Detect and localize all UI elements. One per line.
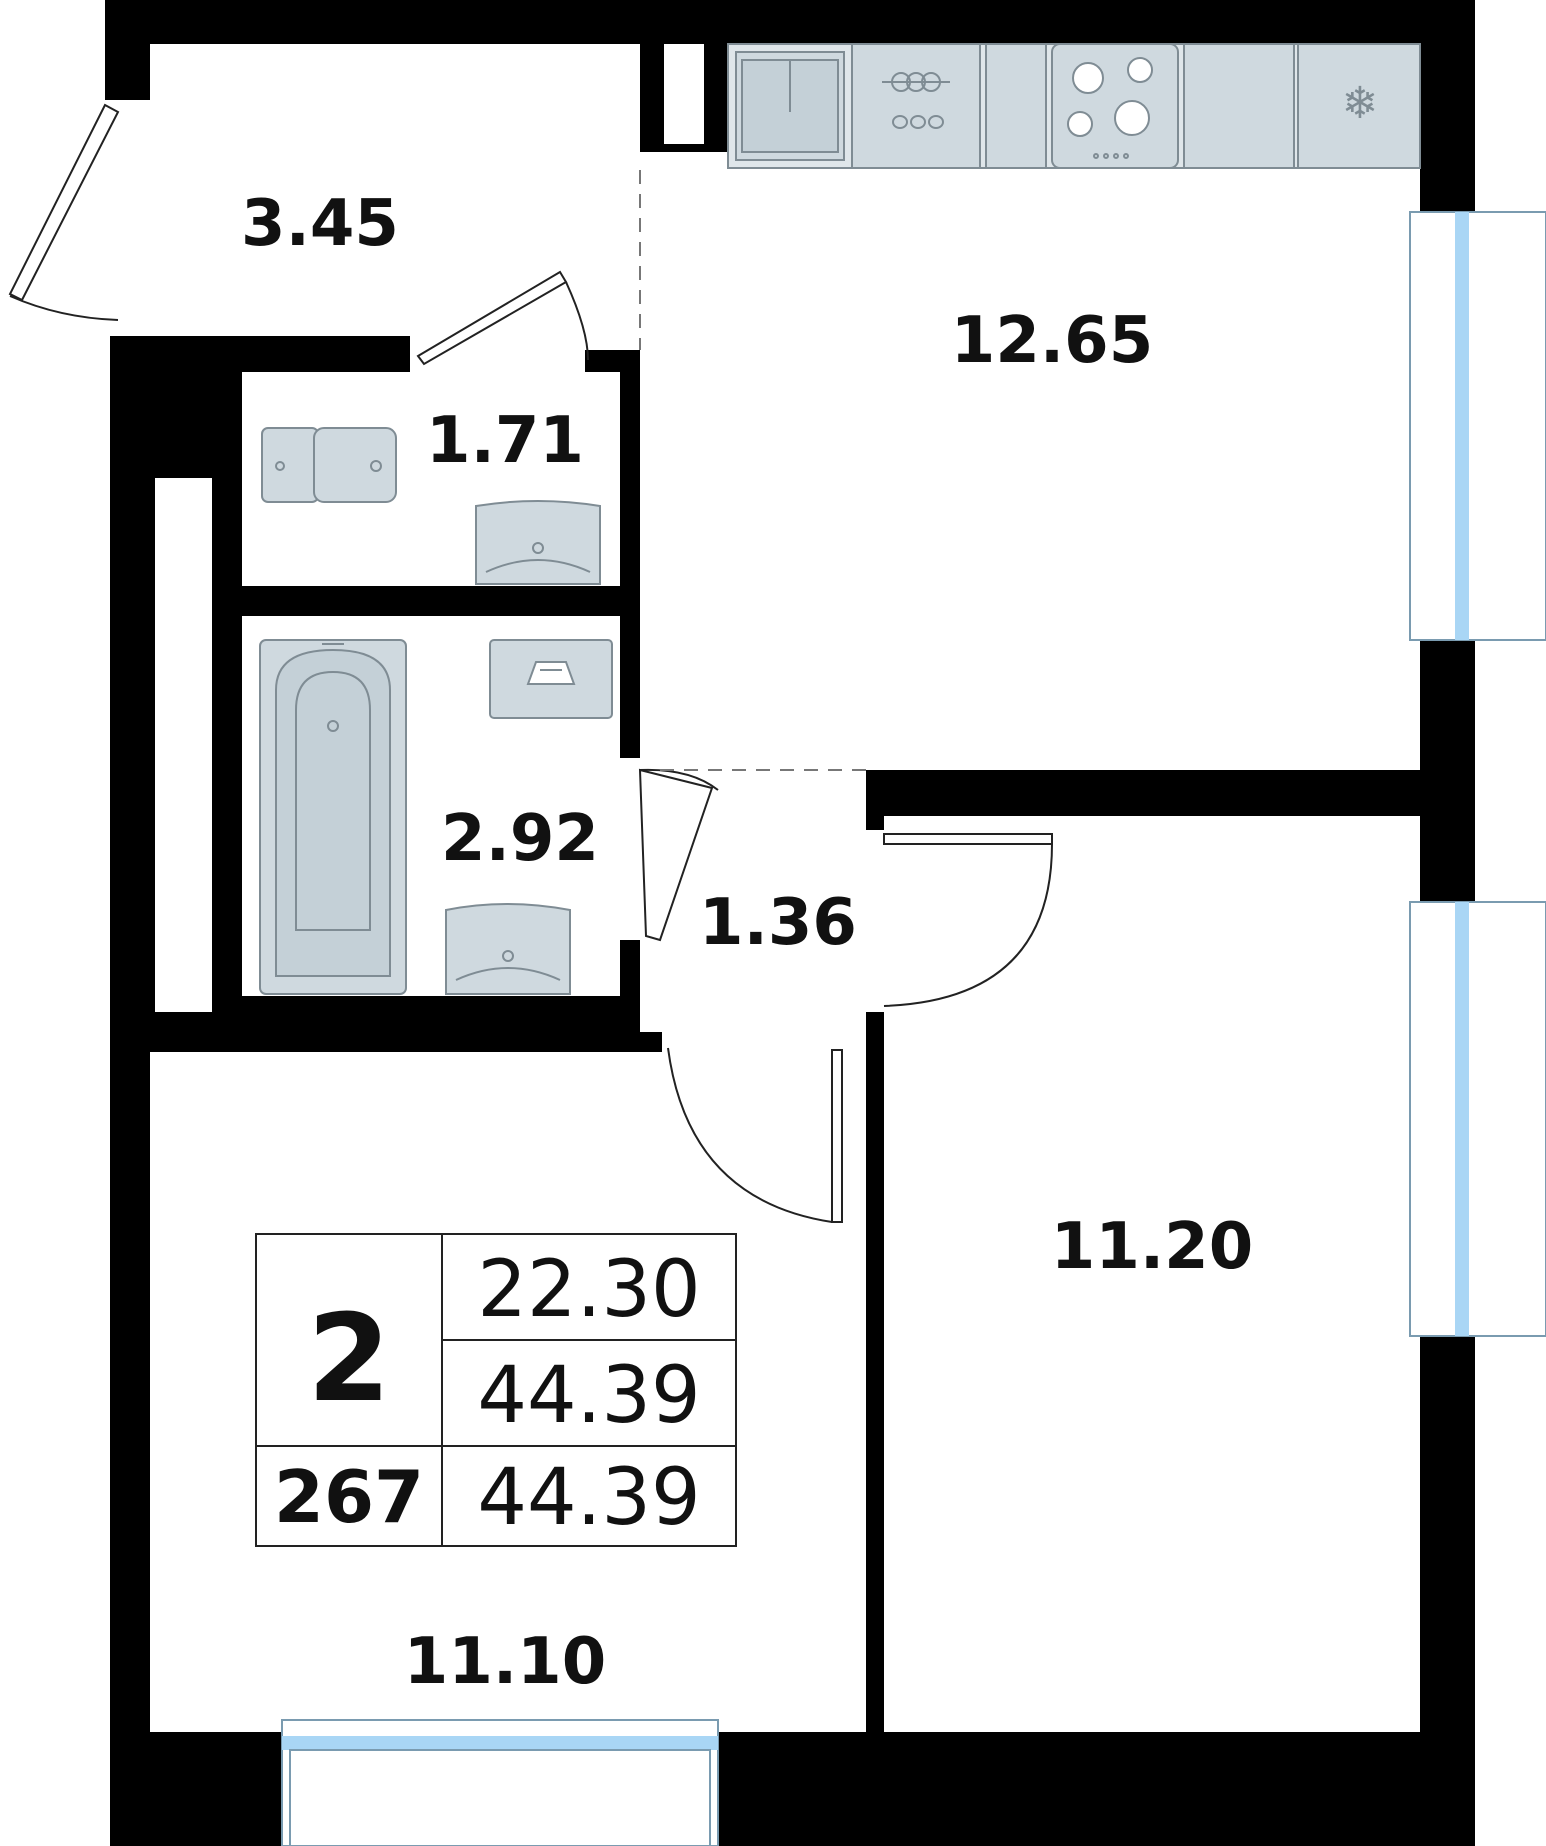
room-labels: 3.45 12.65 1.71 2.92 1.36 11.20 11.10 [241, 187, 1253, 1699]
window-kitchen [1409, 211, 1546, 641]
total-area: 44.39 [477, 1351, 700, 1441]
window-living-room [281, 1719, 719, 1846]
dishwasher-icon [851, 43, 981, 169]
room-area-corridor: 1.36 [699, 886, 857, 960]
toilet-door [416, 270, 589, 366]
svg-text:❄: ❄ [1342, 78, 1379, 129]
windows [281, 211, 1546, 1846]
stove-icon [1051, 43, 1179, 169]
room-area-toilet: 1.71 [426, 404, 584, 478]
room-area-hallway: 3.45 [241, 187, 399, 261]
bedroom-door [883, 833, 1053, 1007]
apartment-number: 267 [274, 1455, 424, 1539]
rooms-count: 2 [307, 1290, 391, 1429]
total-area-with-balcony: 44.39 [477, 1453, 700, 1543]
toilet-fixtures [261, 427, 601, 585]
living-area: 22.30 [477, 1245, 700, 1335]
window-bedroom [1409, 901, 1546, 1337]
zone-lines [639, 170, 866, 771]
entrance-door [8, 103, 120, 321]
kitchen-fixtures: ❄ [727, 43, 1421, 169]
bathtub-icon [259, 639, 407, 995]
sink-icon [735, 51, 845, 161]
washbasin-icon [475, 500, 601, 585]
bathroom-fixtures [259, 639, 613, 995]
room-area-living-room: 11.10 [404, 1625, 606, 1699]
room-area-bedroom: 11.20 [1051, 1210, 1253, 1284]
washing-machine-icon [489, 639, 613, 719]
apartment-info-table: 2 267 22.30 44.39 44.39 [255, 1233, 737, 1547]
toilet-icon [261, 427, 397, 503]
bathroom-door [638, 768, 719, 942]
washbasin-icon [445, 903, 571, 995]
room-area-bathroom: 2.92 [441, 802, 599, 876]
living-room-door [667, 1047, 843, 1223]
room-area-kitchen: 12.65 [951, 304, 1153, 378]
fridge-icon: ❄ [1297, 43, 1421, 169]
doors [8, 103, 1053, 1223]
